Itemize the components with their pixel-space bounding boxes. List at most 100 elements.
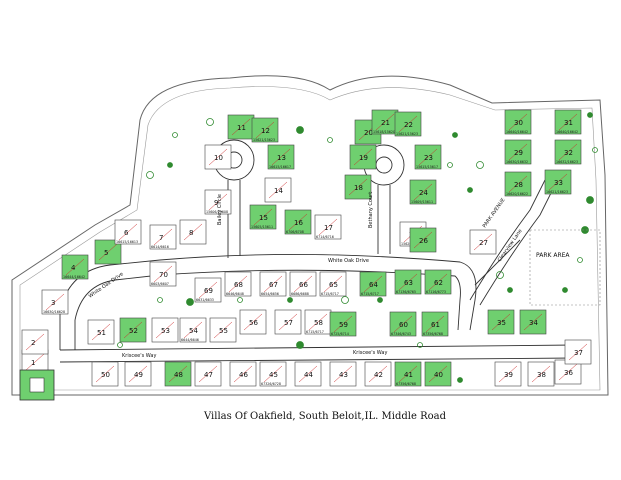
lot-number: 31 bbox=[564, 119, 573, 127]
lot-dimension-line bbox=[271, 148, 291, 166]
lot-56: 56 bbox=[239, 309, 267, 335]
tree-icon bbox=[117, 342, 123, 348]
lot-address: 16630/16628 bbox=[43, 310, 65, 314]
lot-number: 29 bbox=[514, 149, 523, 157]
lot-dimension-line bbox=[255, 121, 275, 139]
lot-43: 43 bbox=[329, 361, 357, 387]
lot-address: 16640/16642 bbox=[506, 130, 528, 134]
lot-address: 16615/16617 bbox=[269, 165, 291, 169]
property-boundary bbox=[11, 75, 609, 396]
tree-icon bbox=[562, 287, 568, 293]
lot-52: 52 bbox=[119, 317, 147, 343]
lot-46: 46 bbox=[229, 361, 257, 387]
lot-number: 17 bbox=[324, 224, 333, 232]
tree-icon bbox=[186, 298, 194, 306]
tree-icon bbox=[587, 112, 593, 118]
entrance-sign bbox=[19, 369, 55, 401]
lot-dimension-line bbox=[208, 193, 228, 211]
lot-address: 16615/16613 bbox=[116, 240, 138, 244]
lot-number: 61 bbox=[431, 321, 440, 329]
lot-number: 63 bbox=[404, 279, 413, 287]
lot-address: 6715/6717 bbox=[306, 330, 324, 334]
lot-dimension-line bbox=[508, 143, 528, 161]
lot-dimension-line bbox=[428, 273, 448, 291]
tree-icon bbox=[592, 147, 598, 153]
lot-dimension-line bbox=[318, 218, 338, 236]
lot-number: 11 bbox=[237, 124, 246, 132]
lot-dimension-line bbox=[198, 281, 218, 299]
lot-number: 54 bbox=[189, 327, 198, 335]
lot-dimension-line bbox=[353, 148, 373, 166]
street-label-white-oak-drive: White Oak Drive bbox=[328, 258, 369, 264]
lot-number: 10 bbox=[214, 154, 223, 162]
lot-47: 47 bbox=[194, 361, 222, 387]
lot-dimension-line bbox=[308, 313, 328, 331]
lot-number: 12 bbox=[261, 127, 270, 135]
lot-number: 47 bbox=[204, 371, 213, 379]
lot-dimension-line bbox=[288, 213, 308, 231]
lot-49: 49 bbox=[124, 361, 152, 387]
lot-address: 16632/16623 bbox=[556, 160, 578, 164]
lot-number: 18 bbox=[354, 184, 363, 192]
tree-icon bbox=[287, 297, 293, 303]
lot-dimension-line bbox=[155, 321, 175, 339]
lot-dimension-line bbox=[418, 148, 438, 166]
lot-dimension-line bbox=[243, 313, 263, 331]
lot-dimension-line bbox=[253, 208, 273, 226]
tree-icon bbox=[507, 287, 513, 293]
lot-dimension-line bbox=[368, 365, 388, 383]
street-label-white-oak-drive-west: White Oak Drive bbox=[88, 271, 125, 299]
lot-dimension-line bbox=[413, 231, 433, 249]
lot-number: 22 bbox=[404, 121, 413, 129]
lot-number: 67 bbox=[269, 281, 278, 289]
lot-dimension-line bbox=[65, 258, 85, 276]
lot-number: 37 bbox=[574, 349, 583, 357]
lot-dimension-line bbox=[393, 315, 413, 333]
lot-dimension-line bbox=[231, 118, 251, 136]
lot-number: 69 bbox=[204, 287, 213, 295]
tree-icon bbox=[496, 271, 504, 279]
lot-dimension-line bbox=[558, 363, 578, 381]
lot-address: 67346/6743 bbox=[391, 332, 411, 336]
lot-address: 67356/6768 bbox=[423, 332, 443, 336]
tree-icon bbox=[296, 341, 304, 349]
lot-dimension-line bbox=[91, 323, 111, 341]
lot-26: 26 bbox=[409, 227, 437, 253]
lot-number: 40 bbox=[434, 371, 443, 379]
lot-dimension-line bbox=[183, 223, 203, 241]
tree-icon bbox=[467, 187, 473, 193]
lot-dimension-line bbox=[491, 313, 511, 331]
lot-dimension-line bbox=[568, 343, 588, 361]
tree-icon bbox=[296, 126, 304, 134]
lot-address: 6646/6648 bbox=[226, 292, 244, 296]
park-area-label: PARK AREA bbox=[536, 252, 570, 259]
lot-51: 51 bbox=[87, 319, 115, 345]
lot-44: 44 bbox=[294, 361, 322, 387]
lot-number: 48 bbox=[174, 371, 183, 379]
lot-number: 24 bbox=[419, 189, 428, 197]
lot-dimension-line bbox=[558, 143, 578, 161]
park-area bbox=[529, 229, 601, 306]
lot-number: 55 bbox=[219, 327, 228, 335]
lot-address: 67326/6728 bbox=[261, 382, 281, 386]
lot-address: 6614/6616 bbox=[151, 245, 169, 249]
lot-number: 8 bbox=[189, 229, 193, 237]
lot-number: 9 bbox=[214, 199, 218, 207]
lot-53: 53 bbox=[151, 317, 179, 343]
lot-11: 11 bbox=[227, 114, 255, 140]
